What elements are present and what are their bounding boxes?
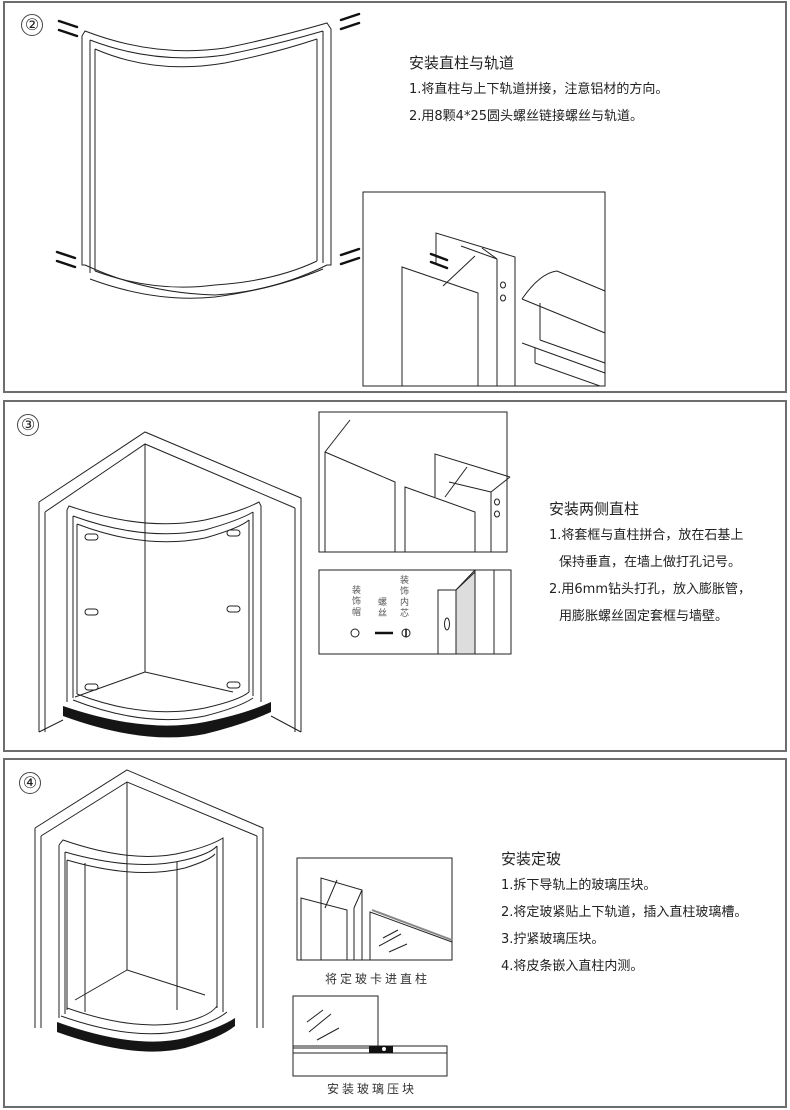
instruction-line: 1.拆下导轨上的玻璃压块。: [501, 878, 657, 893]
caption-install-clamp: 安装玻璃压块: [327, 1082, 418, 1096]
label-decor-core: 装饰内芯: [400, 576, 410, 619]
step-title: 安装定玻: [501, 850, 562, 868]
instruction-line: 2.用6mm钻头打孔，放入膨胀管，: [549, 582, 752, 597]
glass-clamp-detail: [292, 995, 448, 1077]
shower-corner-illustration: [38, 411, 512, 738]
screws: [55, 12, 361, 269]
step-title: 安装直柱与轨道: [409, 54, 515, 72]
step-4-instructions: 安装定玻 1.拆下导轨上的玻璃压块。 2.将定玻紧贴上下轨道，插入直柱玻璃槽。 …: [501, 852, 747, 987]
step-number: ④: [19, 772, 41, 794]
step-3-instructions: 安装两侧直柱 1.将套框与直柱拼合，放在石基上 保持垂直，在墙上做打孔记号。 2…: [549, 502, 751, 637]
glass-clamp-block: [369, 1046, 393, 1053]
step-title: 安装两侧直柱: [549, 500, 640, 518]
label-screw: 螺丝: [378, 598, 388, 619]
instruction-line: 用膨胀螺丝固定套框与墙壁。: [559, 609, 729, 624]
shower-base: [57, 1018, 235, 1052]
step-number: ③: [17, 414, 39, 436]
step-4-panel: ④: [3, 758, 787, 1108]
instruction-line: 2.将定玻紧贴上下轨道，插入直柱玻璃槽。: [501, 905, 748, 920]
frame-assembly-illustration: [55, 12, 606, 387]
rail-joint-detail: [362, 191, 606, 387]
instruction-line: 1.将直柱与上下轨道拼接，注意铝材的方向。: [409, 82, 669, 97]
caption-glass-into-post: 将定玻卡进直柱: [325, 972, 431, 986]
step-3-panel: ③: [3, 400, 787, 752]
label-decor-cap: 装饰帽: [352, 586, 362, 618]
wall-anchors: [84, 529, 241, 691]
post-joint-detail: [318, 411, 512, 655]
step-2-instructions: 安装直柱与轨道 1.将直柱与上下轨道拼接，注意铝材的方向。 2.用8颗4*25圆…: [409, 56, 668, 137]
instruction-line: 1.将套框与直柱拼合，放在石基上: [549, 528, 744, 543]
instruction-line: 3.拧紧玻璃压块。: [501, 932, 605, 947]
step-2-panel: ②: [3, 1, 787, 393]
shower-base: [63, 702, 271, 738]
fixed-glass-illustration: [34, 769, 453, 1077]
step-number: ②: [21, 14, 43, 36]
instruction-line: 4.将皮条嵌入直柱内测。: [501, 959, 644, 974]
glass-into-post-detail: [296, 857, 453, 961]
instruction-line: 保持垂直，在墙上做打孔记号。: [559, 555, 742, 570]
instruction-line: 2.用8颗4*25圆头螺丝链接螺丝与轨道。: [409, 109, 643, 124]
